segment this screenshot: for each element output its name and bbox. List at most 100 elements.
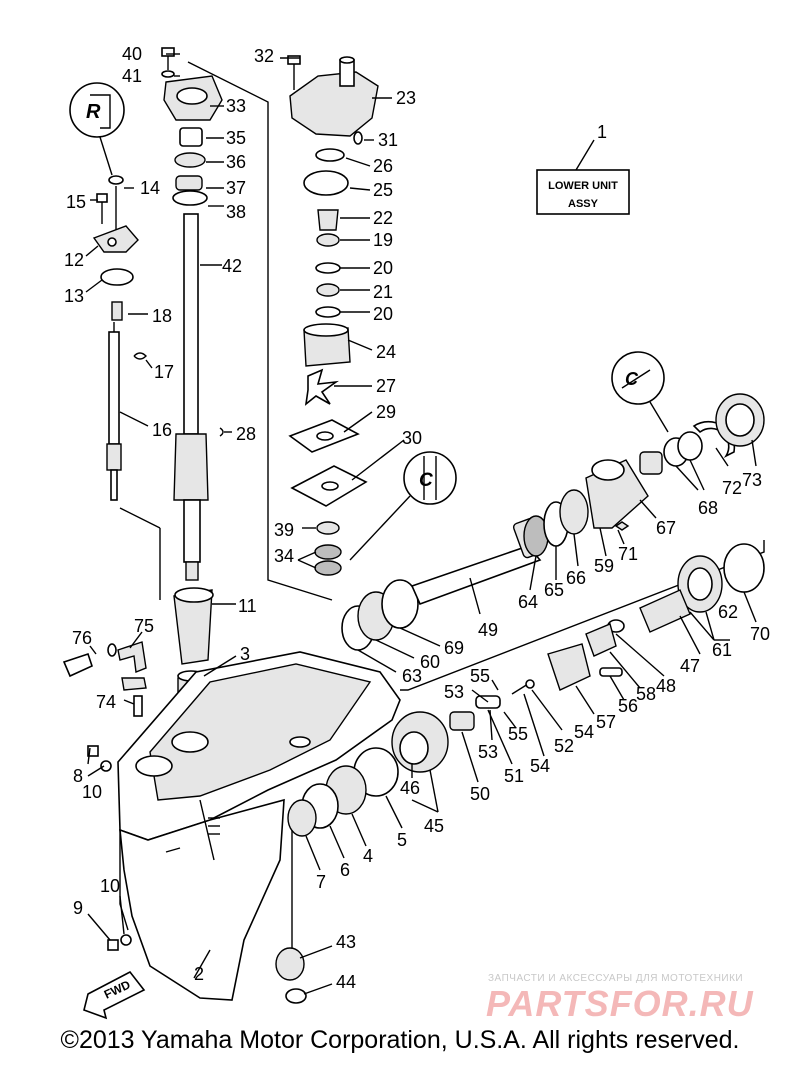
callout-71: 71 [618,544,638,564]
callout-28: 28 [236,424,256,444]
watermark-brand: PARTSFOR.RU [486,983,754,1024]
callout-75: 75 [134,616,154,636]
callout-45: 45 [424,816,444,836]
callout-25: 25 [373,180,393,200]
callout-64: 64 [518,592,538,612]
callout-19: 19 [373,230,393,250]
callout-16: 16 [152,420,172,440]
callout-49: 49 [478,620,498,640]
svg-text:C: C [419,470,433,491]
callout-59: 59 [594,556,614,576]
shift-rod-parts: R [69,82,147,501]
callout-70: 70 [750,624,770,644]
callout-43: 43 [336,932,356,952]
callout-52: 52 [554,736,574,756]
leader-lines [85,53,757,995]
callout-21: 21 [373,282,393,302]
callout-32: 32 [254,46,274,66]
copyright-notice: ©2013 Yamaha Motor Corporation, U.S.A. A… [60,1026,740,1054]
callout-20b: 20 [373,304,393,324]
callout-27: 27 [376,376,396,396]
assembly-brackets [119,61,765,691]
callout-33: 33 [226,96,246,116]
box-line1: LOWER UNIT [548,180,618,192]
callout-38: 38 [226,202,246,222]
callout-76: 76 [72,628,92,648]
watermark-tagline: ЗАПЧАСТИ И АКСЕССУАРЫ ДЛЯ МОТОТЕХНИКИ [488,973,744,984]
svg-text:R: R [86,101,101,123]
box-line2: ASSY [568,198,599,210]
callout-24: 24 [376,342,396,362]
callout-8: 8 [73,766,83,786]
callout-46: 46 [400,778,420,798]
callout-48: 48 [656,676,676,696]
callout-66: 66 [566,568,586,588]
callout-73: 73 [742,470,762,490]
callout-42: 42 [222,256,242,276]
callout-61: 61 [712,640,732,660]
callout-12: 12 [64,250,84,270]
callout-67: 67 [656,518,676,538]
callout-36: 36 [226,152,246,172]
callout-labels: 2 3 4 5 6 7 8 9 10 10 11 12 13 14 15 16 … [64,44,770,992]
fwd-arrow: FWD [83,970,146,1020]
callout-11: 11 [238,596,257,616]
callout-10b: 10 [100,876,120,896]
callout-35: 35 [226,128,246,148]
callout-53b: 53 [478,742,498,762]
callout-47: 47 [680,656,700,676]
lower-unit-assy-box: LOWER UNIT ASSY 1 [536,122,630,215]
callout-40: 40 [122,44,142,64]
callout-72: 72 [722,478,742,498]
water-pump-parts: C [287,55,457,576]
callout-6: 6 [340,860,350,880]
callout-23: 23 [396,88,416,108]
callout-55b: 55 [508,724,528,744]
callout-18: 18 [152,306,172,326]
callout-10a: 10 [82,782,102,802]
callout-4: 4 [363,846,373,866]
callout-39: 39 [274,520,294,540]
svg-text:C: C [625,369,639,389]
callout-15: 15 [66,192,86,212]
callout-20a: 20 [373,258,393,278]
callout-22: 22 [373,208,393,228]
propeller-shaft-parts: C [275,351,765,1004]
callout-1: 1 [597,122,607,142]
callout-41: 41 [122,66,142,86]
callout-31: 31 [378,130,398,150]
callout-57: 57 [596,712,616,732]
callout-17: 17 [154,362,174,382]
callout-60: 60 [420,652,440,672]
callout-13: 13 [64,286,84,306]
callout-5: 5 [397,830,407,850]
callout-55a: 55 [470,666,490,686]
callout-54b: 54 [530,756,550,776]
drive-shaft-parts [161,47,224,705]
callout-53a: 53 [444,682,464,702]
callout-58: 58 [636,684,656,704]
callout-26: 26 [373,156,393,176]
callout-37: 37 [226,178,246,198]
callout-29: 29 [376,402,396,422]
callout-34: 34 [274,546,294,566]
callout-7: 7 [316,872,326,892]
callout-54a: 54 [574,722,594,742]
callout-56: 56 [618,696,638,716]
callout-68: 68 [698,498,718,518]
callout-2: 2 [194,964,204,984]
callout-65: 65 [544,580,564,600]
callout-30: 30 [402,428,422,448]
callout-44: 44 [336,972,356,992]
callout-63: 63 [402,666,422,686]
callout-50: 50 [470,784,490,804]
lower-casing [117,651,401,1001]
callout-62: 62 [718,602,738,622]
callout-14: 14 [140,178,160,198]
callout-3: 3 [240,644,250,664]
callout-69: 69 [444,638,464,658]
callout-74: 74 [96,692,116,712]
callout-51: 51 [504,766,524,786]
callout-9: 9 [73,898,83,918]
